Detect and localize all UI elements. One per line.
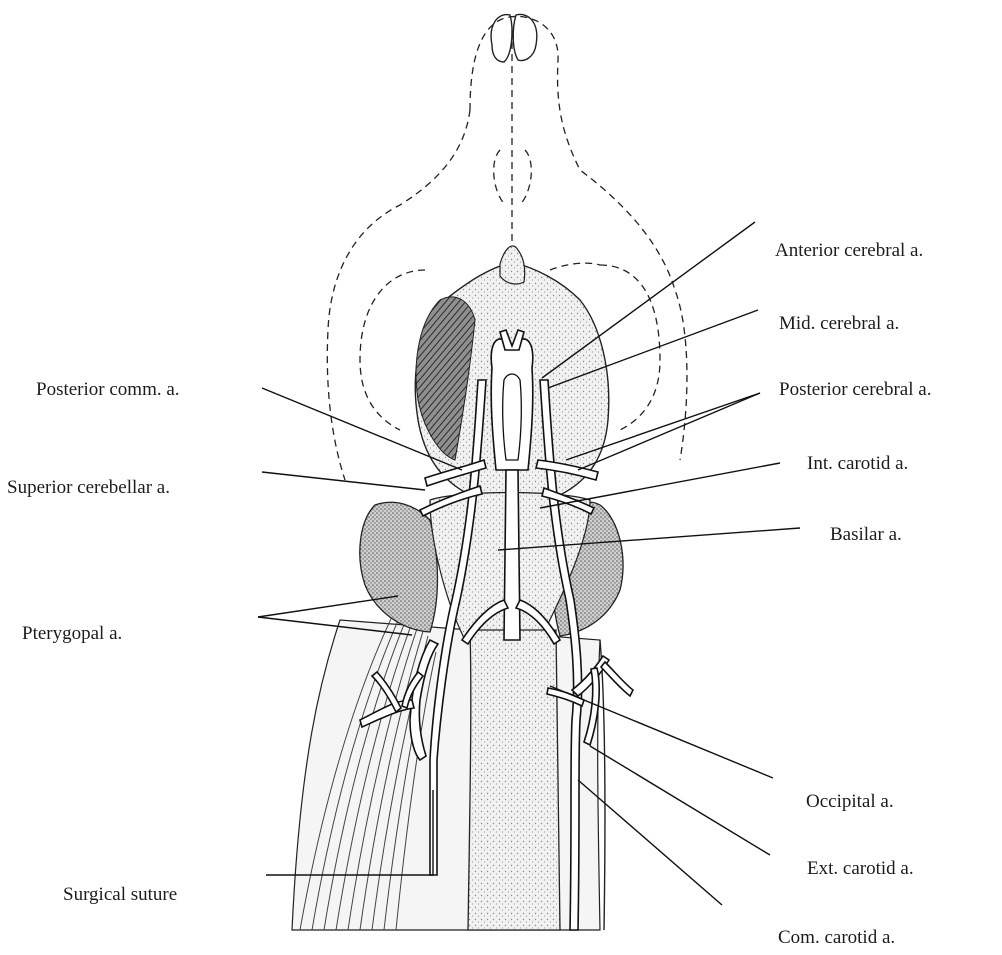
- leader-ext-carotid: [590, 746, 770, 855]
- leader-pterygopal-1: [258, 596, 398, 617]
- label-pterygopal: Pterygopal a.: [22, 624, 122, 643]
- label-posterior-comm: Posterior comm. a.: [36, 380, 180, 399]
- cerebellum: [360, 493, 623, 641]
- label-mid-cerebral: Mid. cerebral a.: [779, 314, 899, 333]
- label-int-carotid: Int. carotid a.: [807, 454, 908, 473]
- brainstem: [468, 630, 560, 930]
- label-occipital: Occipital a.: [806, 792, 894, 811]
- label-posterior-cerebral: Posterior cerebral a.: [779, 380, 931, 399]
- label-com-carotid: Com. carotid a.: [778, 928, 895, 947]
- label-superior-cerebellar: Superior cerebellar a.: [7, 478, 170, 497]
- label-anterior-cerebral: Anterior cerebral a.: [775, 241, 923, 260]
- label-basilar: Basilar a.: [830, 525, 902, 544]
- label-ext-carotid: Ext. carotid a.: [807, 859, 914, 878]
- label-surgical-suture: Surgical suture: [63, 885, 177, 904]
